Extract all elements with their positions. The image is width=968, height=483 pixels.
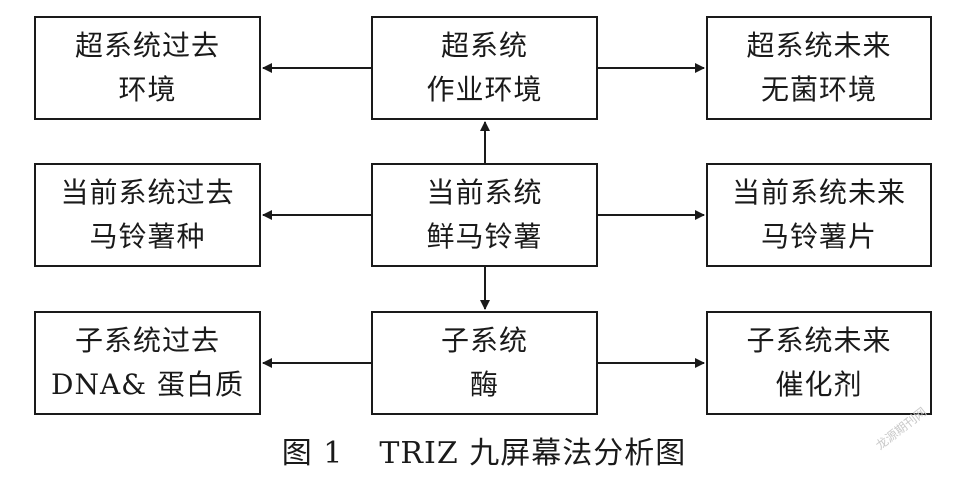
box-label-line2: 马铃薯片 [760, 220, 877, 253]
box-label-line1: 子系统 [440, 324, 528, 357]
box-current-future: 当前系统未来 马铃薯片 [706, 163, 932, 267]
box-label-line1: 当前系统过去 [60, 176, 235, 209]
box-label-line1: 超系统过去 [74, 29, 220, 62]
figure-caption: 图 1 TRIZ 九屏幕法分析图 [0, 432, 968, 476]
box-subsystem-future: 子系统未来 催化剂 [706, 311, 932, 415]
box-label-line2: 催化剂 [775, 368, 863, 401]
box-supersystem-present: 超系统 作业环境 [371, 16, 598, 120]
box-label-line1: 当前系统 [426, 176, 543, 209]
box-subsystem-past: 子系统过去 DNA& 蛋白质 [34, 311, 261, 415]
box-label-line1: 子系统过去 [74, 324, 220, 357]
box-subsystem-present: 子系统 酶 [371, 311, 598, 415]
box-label-line2: 无菌环境 [760, 73, 877, 106]
box-current-present: 当前系统 鲜马铃薯 [371, 163, 598, 267]
box-label-line1: 超系统未来 [746, 29, 892, 62]
box-label-line2: 酶 [469, 368, 499, 401]
box-label-line2: DNA& 蛋白质 [51, 368, 244, 401]
box-label-line2: 作业环境 [426, 73, 543, 106]
box-current-past: 当前系统过去 马铃薯种 [34, 163, 261, 267]
box-label-line2: 马铃薯种 [89, 220, 206, 253]
figure-number: 图 1 [281, 436, 344, 471]
figure-title: TRIZ 九屏幕法分析图 [379, 436, 687, 471]
box-label-line1: 当前系统未来 [731, 176, 906, 209]
box-label-line2: 环境 [118, 73, 177, 106]
box-label-line2: 鲜马铃薯 [426, 220, 543, 253]
box-supersystem-future: 超系统未来 无菌环境 [706, 16, 932, 120]
box-supersystem-past: 超系统过去 环境 [34, 16, 261, 120]
box-label-line1: 子系统未来 [746, 324, 892, 357]
box-label-line1: 超系统 [440, 29, 528, 62]
